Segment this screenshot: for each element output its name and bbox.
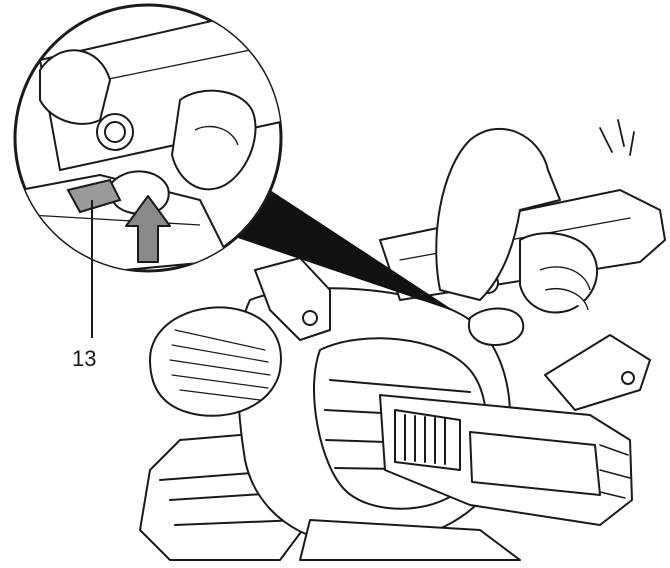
release-lever-13 xyxy=(66,178,122,214)
zoom-cone xyxy=(232,188,456,312)
detail-magnifier xyxy=(13,3,283,273)
callout-number: 13 xyxy=(72,346,97,371)
arrow-up-icon xyxy=(125,195,171,263)
motion-lines-icon xyxy=(599,119,635,156)
hand-icon xyxy=(435,127,599,346)
